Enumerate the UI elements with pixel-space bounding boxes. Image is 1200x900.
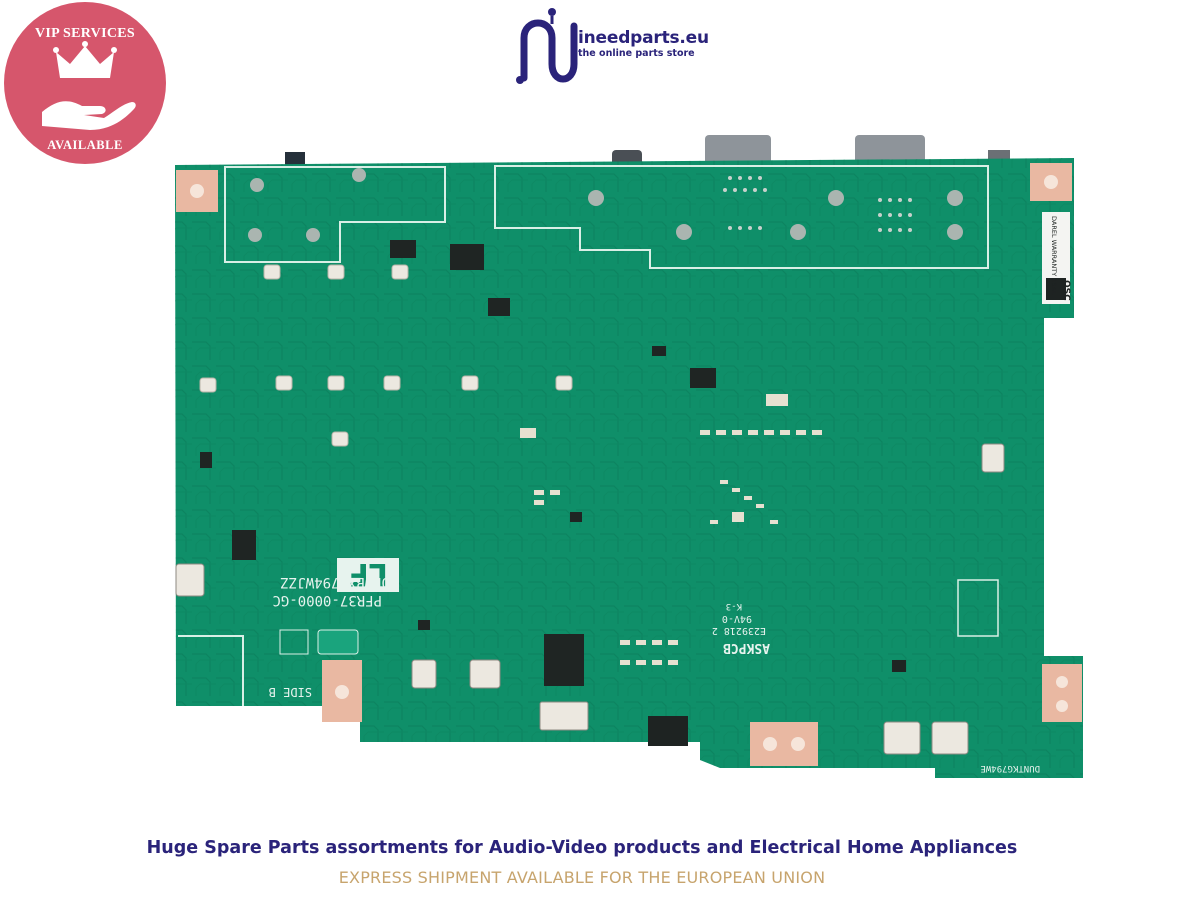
- logo-name: ineedparts.eu: [578, 28, 709, 48]
- lot-label: K-3: [726, 601, 742, 611]
- badge-top-text: VIP SERVICES: [35, 26, 135, 41]
- sticker-text-2: DAREL WARRANTY 1SAL: [1050, 216, 1058, 295]
- badge-bottom-text: AVAILABLE: [47, 138, 123, 152]
- maker-label: ASKPCB: [723, 640, 770, 655]
- ineedparts-logo-icon: [516, 8, 578, 84]
- rating-label: 94V-0: [722, 613, 752, 624]
- model-tag: DUNTKG794WE: [980, 763, 1040, 773]
- part-code-2: OPWBXG794WJZZ: [280, 574, 390, 590]
- footer-headline: Huge Spare Parts assortments for Audio-V…: [146, 838, 1018, 858]
- crown-hand-icon: [42, 41, 136, 130]
- side-label: SIDE B: [269, 685, 312, 699]
- sticker-text-1: OSC: [1061, 280, 1071, 301]
- footer-subline: EXPRESS SHIPMENT AVAILABLE FOR THE EUROP…: [338, 868, 826, 887]
- lf-mark-text: LF: [348, 556, 388, 591]
- part-code-1: PFR37-0000-GC: [272, 592, 382, 608]
- vip-services-badge: VIP SERVICES AVAILABLE: [4, 2, 166, 164]
- maker-code: E239218 2: [712, 625, 766, 636]
- logo-tagline: the online parts store: [578, 48, 695, 59]
- lf-mark: LF: [337, 556, 399, 592]
